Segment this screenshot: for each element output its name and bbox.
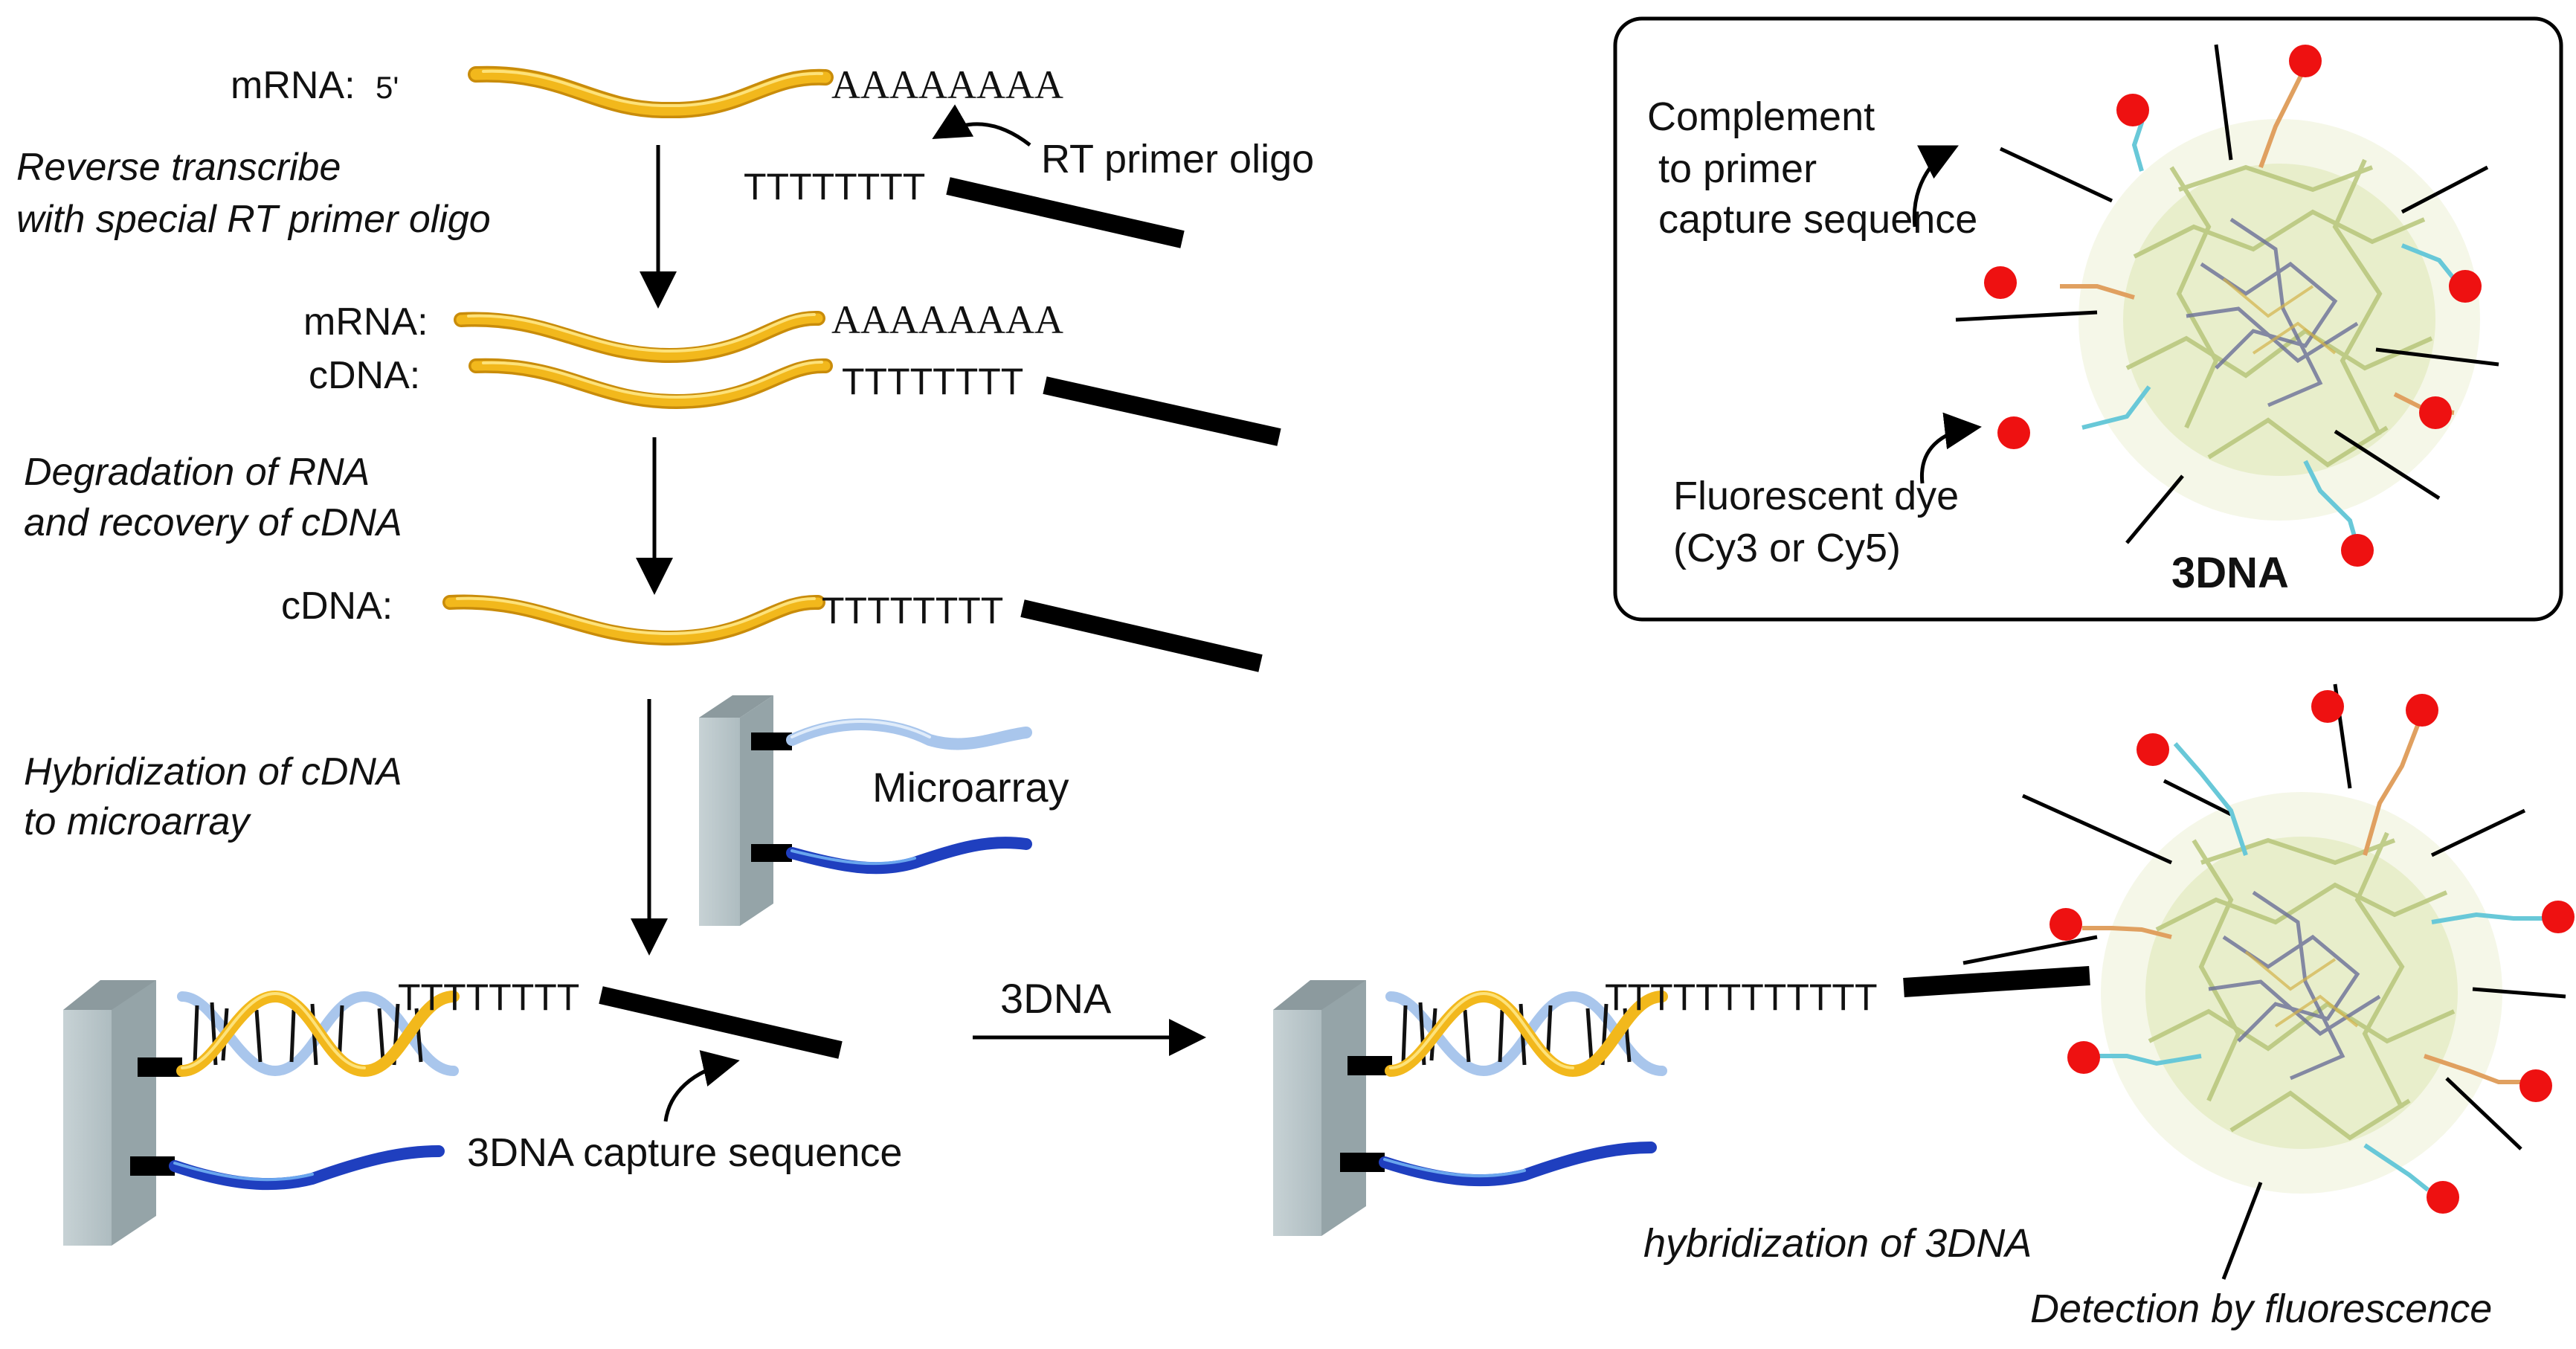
probe-strand-bottom-left [169,1145,445,1191]
step-reverse-line2: with special RT primer oligo [16,198,491,241]
label-microarray: Microarray [872,764,1069,811]
dendrimer-arm [2021,793,2173,865]
dna-double-helix-right [1385,990,1668,1078]
step-degrade-line2: and recovery of cDNA [24,501,402,544]
label-arrow-3dna: 3DNA [1000,975,1112,1022]
inset-complement-line1: Complement [1647,94,1875,139]
dendrimer-arm [2125,474,2184,544]
fluorescent-dye-dot [1984,266,2017,299]
dendrimer-arm [2221,1182,2263,1280]
dna-double-helix-left [176,990,460,1078]
oligo-bar-4 [599,986,843,1059]
dendrimer-arm [2334,429,2441,500]
dendrimer-arm [2472,987,2566,999]
step-hybrid-line1: Hybridization of cDNA [24,750,402,793]
cdna-strand-3 [442,594,825,646]
dendrimer-3dna-bottom [1962,683,2575,1280]
dendrimer-arm [2163,779,2232,817]
dendrimer-arm [2400,165,2489,214]
label-detection: Detection by fluorescence [2030,1287,2492,1331]
fluorescent-dye-dot [2427,1181,2459,1214]
arrow-dye [1919,412,1982,484]
fluorescent-dye-dot [2449,270,2482,303]
fluorescent-dye-dot [2137,733,2169,766]
polyT-1: TTTTTTTT [744,166,925,207]
step-hybrid-line2: to microarray [24,800,251,843]
fluorescent-dye-dot [2067,1041,2100,1074]
dendrimer-arm [2430,808,2526,857]
polyA-tail-1: AAAAAAAA [831,62,1063,107]
polyT-2: TTTTTTTT [842,361,1023,402]
oligo-bar-2 [1043,376,1281,446]
fluorescent-dye-dot [2419,396,2452,429]
step-degrade-line1: Degradation of RNA [24,451,370,494]
fluorescent-dye-dot [2116,94,2149,126]
inset-box-3dna: Complement to primer capture sequence Fl… [1613,16,2563,622]
cdna-strand-2 [468,358,833,410]
oligo-bar-5 [1903,966,2090,997]
fluorescent-dye-dot [2519,1069,2552,1102]
polyT-4: TTTTTTTT [398,976,579,1018]
arrow-capture-seq [663,1050,740,1122]
label-cdna-3: cDNA: [281,585,393,628]
fluorescent-dye-dot [2049,908,2082,941]
probe-strand-bottom-right [1379,1142,1657,1187]
label-hybrid-3dna: hybridization of 3DNA [1643,1221,2032,1266]
microarray-slide [699,695,1032,926]
dendrimer-arm [1962,935,2098,965]
slide-bottom-right [1273,980,1392,1236]
inset-complement-line3: capture sequence [1658,197,1977,242]
dendrimer-arm [2214,44,2233,161]
arrow-rt-primer [932,104,1031,147]
fluorescent-dye-dot [2311,690,2344,723]
fluorescent-dye-dot [2341,534,2374,567]
polyA-tail-2: AAAAAAAA [831,297,1063,342]
inset-title-3dna: 3DNA [2171,549,2289,597]
fluorescent-dye-dot [2542,901,2575,933]
dendrimer-arm [1955,310,2098,322]
inset-complement-line2: to primer [1658,147,1817,191]
mrna-strand-2 [454,310,825,364]
oligo-bar-1 [946,177,1185,248]
slide-bottom-left [63,980,182,1246]
fluorescent-dye-dot [1997,416,2030,449]
label-mrna-1: mRNA: [231,64,355,107]
fluorescent-dye-dot [2289,45,2322,77]
dendrimer-arm [1999,147,2113,203]
mrna-strand-1 [468,65,834,119]
label-capture-seq: 3DNA capture sequence [467,1130,902,1175]
label-cdna-2: cDNA: [309,354,420,397]
inset-dye-line1: Fluorescent dye [1673,474,1959,518]
label-five-prime: 5' [376,70,399,105]
dendrimer-arm [2445,1077,2522,1150]
fluorescent-dye-dot [2406,694,2438,727]
dendrimer-arm [2375,347,2499,367]
step-reverse-line1: Reverse transcribe [16,146,341,189]
inset-dye-line2: (Cy3 or Cy5) [1673,526,1901,570]
arrow-complement [1912,145,1959,228]
label-mrna-2: mRNA: [303,300,428,344]
polyT-3: TTTTTTTT [822,590,1003,631]
polyT-5: TTTTTTTTTTTT [1605,976,1878,1018]
label-rt-primer: RT primer oligo [1041,137,1314,181]
oligo-bar-3 [1020,599,1263,672]
